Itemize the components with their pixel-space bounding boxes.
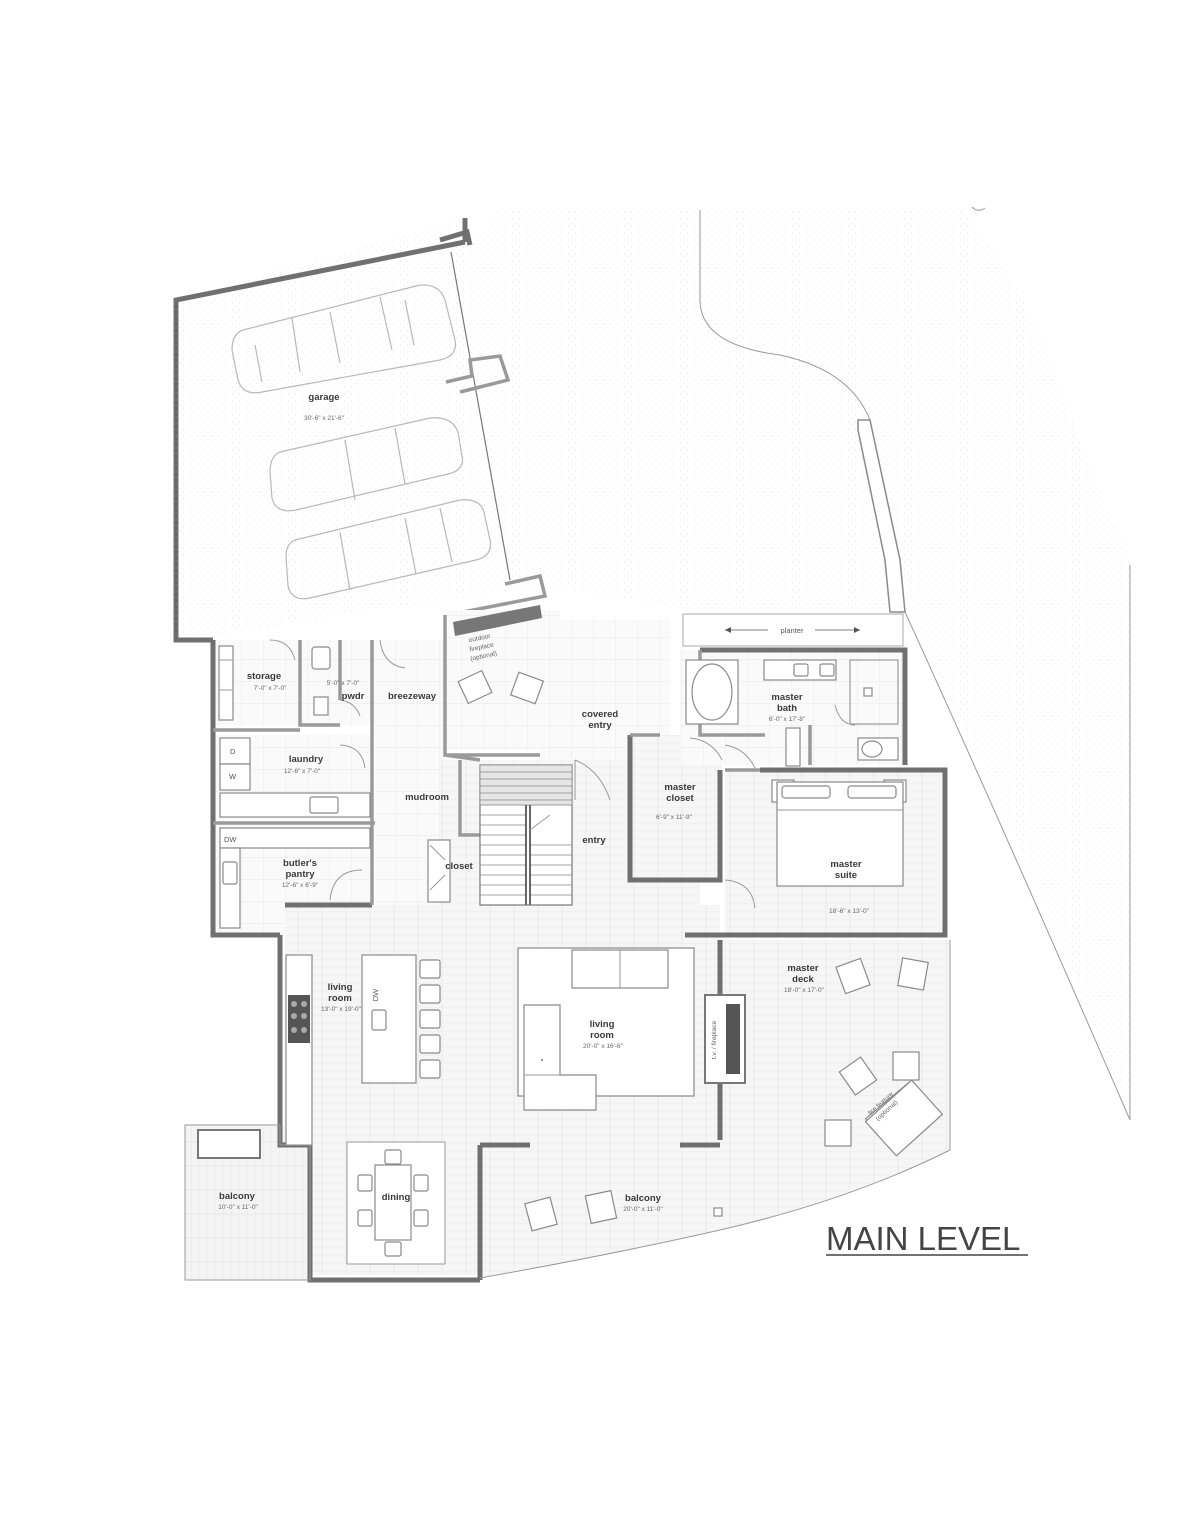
pantry-label-2: pantry (285, 869, 315, 880)
laundry: D W laundry 12'-6" x 7'-0" (219, 737, 371, 818)
master-bath: master bath 6'-0" x 17'-8" (685, 659, 899, 769)
balcony-right-dimensions: 20'-0" x 11'-0" (623, 1206, 663, 1213)
pwdr-dimensions: 5'-0" x 7'-0" (327, 680, 360, 687)
living-room: living room 20'-0" x 16'-6" t.v. / firep… (517, 947, 746, 1111)
kitchen-label-2: room (328, 993, 352, 1004)
storage-label: storage (247, 671, 281, 682)
master-suite-label-1: master (830, 859, 861, 870)
master-suite: master suite 18'-6" x 13'-0" (771, 779, 907, 915)
covered-entry-label-1: covered (582, 709, 619, 720)
washer-label: W (229, 772, 237, 781)
mudroom-label: mudroom (405, 792, 449, 803)
pantry-dimensions: 12'-6" x 6'-9" (282, 882, 319, 889)
outdoor-fireplace-label-1: outdoor (468, 633, 492, 645)
balcony-right-label: balcony (625, 1193, 662, 1204)
master-bath-label-2: bath (777, 703, 797, 714)
pwdr-label: pwdr (342, 691, 365, 702)
breezeway-mudroom: breezeway mudroom (339, 639, 449, 803)
site-area (470, 206, 1131, 1121)
balcony-left-dimensions: 10'-0" x 11'-0" (218, 1204, 258, 1211)
pantry-dw-label: DW (224, 835, 237, 844)
master-closet: master closet 6'-9" x 11'-9" (656, 782, 756, 909)
master-bath-dimensions: 6'-0" x 17'-8" (769, 716, 806, 723)
pantry-label-1: butler's (283, 858, 317, 869)
balcony-left-label: balcony (219, 1191, 256, 1202)
master-deck: master deck 18'-0" x 17'-0" fire feature… (784, 957, 944, 1157)
car-3 (285, 499, 492, 600)
planter-label: planter (781, 626, 804, 635)
balcony-left: balcony 10'-0" x 11'-0" (184, 1124, 311, 1281)
master-deck-label-2: deck (792, 974, 814, 985)
living-room-label-2: room (590, 1030, 614, 1041)
master-deck-label-1: master (787, 963, 818, 974)
dryer-label: D (230, 747, 236, 756)
kitchen-label-1: living (328, 982, 353, 993)
laundry-dimensions: 12'-6" x 7'-0" (284, 768, 321, 775)
island-dw-label: DW (371, 988, 380, 1001)
master-suite-dimensions: 18'-6" x 13'-0" (829, 908, 870, 915)
master-closet-label-2: closet (666, 793, 694, 804)
master-closet-label-1: master (664, 782, 695, 793)
tv-fireplace-label: t.v. / fireplace (711, 1021, 718, 1060)
garage-label: garage (308, 392, 339, 403)
butlers-pantry: DW butler's pantry 12'-6" x 6'-9" (219, 827, 371, 929)
covered-entry-label-2: entry (588, 720, 612, 731)
storage-dimensions: 7'-0" x 7'-0" (254, 685, 287, 692)
car-1 (231, 284, 457, 394)
dining: dining (346, 1141, 446, 1265)
powder-room: 5'-0" x 7'-0" pwdr (311, 646, 365, 717)
living-room-dimensions: 20'-0" x 16'-6" (583, 1043, 624, 1050)
garage-dimensions: 30'-6" x 21'-6" (304, 415, 345, 422)
master-closet-dimensions: 6'-9" x 11'-9" (656, 814, 693, 821)
living-room-label-1: living (590, 1019, 615, 1030)
entry-label: entry (582, 835, 606, 846)
balcony-right: balcony 20'-0" x 11'-0" (479, 940, 951, 1279)
dining-label: dining (382, 1192, 411, 1203)
garage: garage 30'-6" x 21'-6" (173, 218, 548, 643)
kitchen: DW living room 13'-0" x 19'-0" (285, 954, 441, 1146)
master-bath-label-1: master (771, 692, 802, 703)
laundry-label: laundry (289, 754, 324, 765)
stair-entry: entry closet (427, 759, 611, 906)
master-deck-dimensions: 18'-0" x 17'-0" (784, 987, 825, 994)
main-level-title: MAIN LEVEL (826, 1220, 1020, 1257)
plan-title: MAIN LEVEL (826, 1220, 1028, 1257)
closet-label: closet (445, 861, 473, 872)
planter: planter (682, 613, 904, 647)
storage: storage 7'-0" x 7'-0" (218, 639, 296, 721)
master-suite-label-2: suite (835, 870, 857, 881)
breezeway-label: breezeway (388, 691, 437, 702)
kitchen-dimensions: 13'-0" x 19'-0" (321, 1006, 362, 1013)
car-2 (269, 417, 464, 512)
